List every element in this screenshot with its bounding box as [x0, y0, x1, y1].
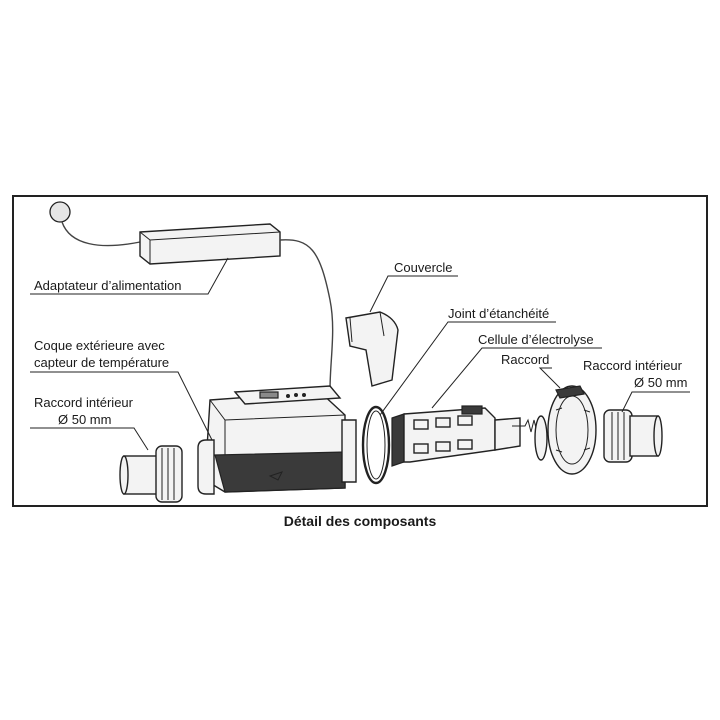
label-cover: Couvercle — [394, 260, 453, 275]
label-inner-fitting-left-line2: Ø 50 mm — [58, 412, 111, 427]
outer-shell — [197, 385, 357, 495]
seal-ring-inner — [366, 410, 386, 480]
inner-fitting-right — [603, 409, 663, 463]
cell-neck — [494, 417, 521, 451]
cell-body — [403, 407, 496, 463]
adapter-input-cable — [61, 221, 141, 247]
leader-inner-fitting-right — [621, 391, 690, 413]
leader-inner-fitting-left — [30, 427, 149, 451]
label-fitting: Raccord — [501, 352, 549, 367]
label-electrolysis-cell: Cellule d’électrolyse — [478, 332, 594, 347]
cell-slot — [413, 443, 429, 454]
control-button — [302, 393, 306, 397]
leader-power-adapter — [30, 257, 229, 295]
fitting-o-ring — [534, 415, 548, 461]
seal-ring — [361, 405, 391, 485]
inner-fitting-left-nut — [155, 445, 183, 503]
adapter-output-cable — [279, 239, 334, 391]
inner-fitting-left — [119, 445, 183, 503]
cell-slot — [457, 439, 473, 450]
fitting-ribs — [555, 407, 591, 453]
shell-lower-band — [214, 451, 346, 493]
inner-fitting-left-pipe — [123, 455, 159, 495]
plug-ball — [49, 201, 71, 223]
label-inner-fitting-left-line1: Raccord intérieur — [34, 395, 134, 410]
inner-fitting-left-end — [119, 455, 129, 495]
label-seal: Joint d’étanchéité — [448, 306, 549, 321]
diagram-caption: Détail des composants — [283, 513, 437, 529]
leader-cover — [369, 275, 458, 313]
cell-slot — [457, 415, 473, 426]
cell-end-cap — [391, 413, 405, 467]
cell-slot — [435, 441, 451, 452]
inner-fitting-right-ribs — [611, 412, 625, 460]
leader-outer-shell — [30, 371, 213, 441]
label-power-adapter: Adaptateur d’alimentation — [34, 278, 181, 293]
adapter-box-edges — [139, 231, 281, 264]
cell-slot — [413, 419, 429, 430]
leader-cell — [431, 347, 602, 409]
fitting — [547, 385, 597, 475]
shell-logo — [268, 471, 283, 481]
cell-connector — [461, 405, 483, 415]
leader-seal — [379, 321, 556, 416]
control-button — [294, 393, 298, 397]
cover-edges — [349, 311, 385, 343]
leader-fitting — [538, 367, 561, 389]
inner-fitting-left-ribs — [161, 448, 175, 500]
label-inner-fitting-right-line1: Raccord intérieur — [583, 358, 683, 373]
shell-right-thread — [341, 419, 357, 483]
cell-slot — [435, 417, 451, 428]
leader-lines — [30, 257, 690, 451]
label-inner-fitting-right-line2: Ø 50 mm — [634, 375, 687, 390]
label-outer-shell-line1: Coque extérieure avec — [34, 338, 165, 353]
fitting-nut — [547, 385, 597, 475]
cover-body — [345, 311, 399, 387]
shell-left-thread — [197, 439, 215, 495]
label-outer-shell-line2: capteur de température — [34, 355, 169, 370]
fitting-top-grip — [555, 385, 585, 399]
inner-fitting-right-end — [653, 415, 663, 457]
control-button — [286, 394, 290, 398]
cover — [345, 311, 399, 387]
display-window — [259, 391, 279, 399]
adapter-box — [139, 223, 281, 265]
power-adapter — [49, 201, 334, 391]
electrolysis-cell — [391, 405, 541, 467]
